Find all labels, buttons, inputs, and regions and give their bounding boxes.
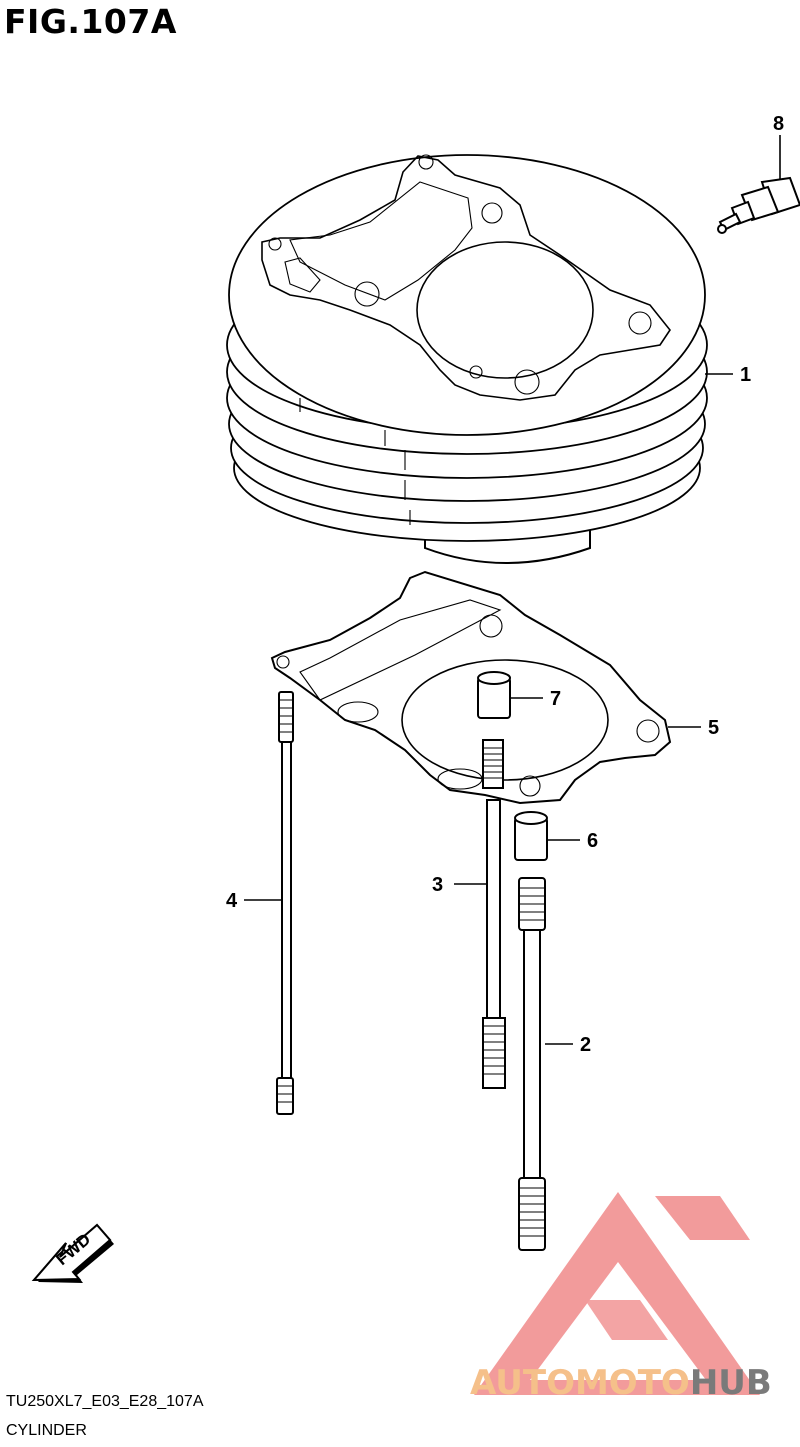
watermark-text: AUTOMOTOHUB <box>470 1363 772 1403</box>
callout-1: 1 <box>740 364 751 386</box>
callout-6: 6 <box>587 830 598 852</box>
watermark-text-part2: HUB <box>690 1363 772 1403</box>
dowel-pin-upper-part[interactable] <box>477 671 511 719</box>
short-stud-bolt-part[interactable] <box>482 739 506 1089</box>
dowel-pin-lower-part[interactable] <box>514 811 548 861</box>
callout-4: 4 <box>226 890 238 912</box>
callout-3: 3 <box>432 874 443 896</box>
long-stud-bolt-part[interactable] <box>518 877 546 1251</box>
callout-7: 7 <box>550 688 561 710</box>
fwd-arrow-icon: FWD <box>31 1223 114 1283</box>
callout-5: 5 <box>708 717 719 739</box>
figure-title: FIG.107A <box>4 2 177 41</box>
callout-2: 2 <box>580 1034 591 1056</box>
temperature-sensor-part[interactable] <box>717 176 800 234</box>
leader-lines <box>244 135 781 1045</box>
watermark-text-part1: AUTOMOTO <box>470 1363 690 1403</box>
thin-stud-bolt-part[interactable] <box>276 691 294 1115</box>
figure-description: CYLINDER <box>6 1422 87 1439</box>
watermark-logo <box>474 1192 760 1395</box>
callout-8: 8 <box>773 113 784 135</box>
model-code: TU250XL7_E03_E28_107A <box>6 1393 204 1410</box>
cylinder-base-gasket-part[interactable] <box>270 570 672 805</box>
cylinder-part[interactable] <box>226 154 708 564</box>
